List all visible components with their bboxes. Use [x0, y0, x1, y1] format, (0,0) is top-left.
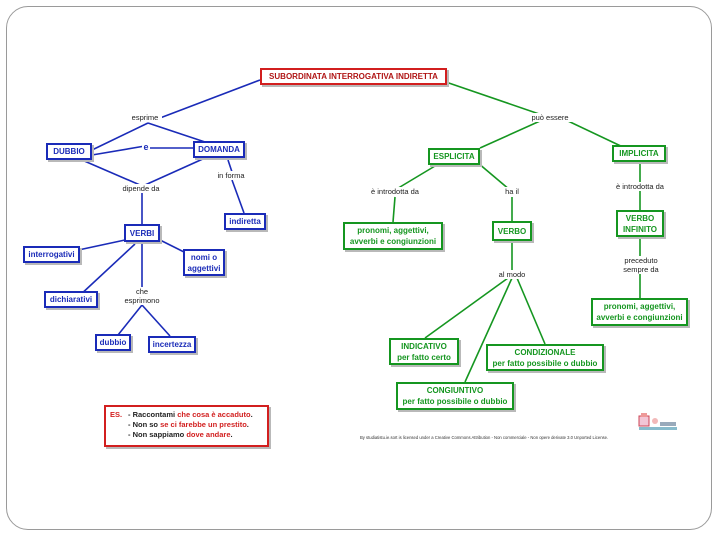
example-line-2: - Non so se ci farebbe un prestito.	[128, 420, 253, 430]
box-condizionale-text: CONDIZIONALE per fatto possibile o dubbi…	[492, 347, 598, 368]
box-pronomi-implicita-text: pronomi, aggettivi, avverbi e congiunzio…	[596, 302, 683, 322]
box-interrogativi: interrogativi	[23, 246, 80, 263]
box-implicita-text: IMPLICITA	[619, 149, 659, 158]
box-esplicita-text: ESPLICITA	[433, 152, 475, 161]
box-implicita: IMPLICITA	[612, 145, 666, 162]
example-lines: - Raccontami che cosa è accaduto. - Non …	[128, 410, 253, 440]
example-line-3-a: - Non sappiamo	[128, 430, 187, 439]
label-dipende-da: dipende da	[118, 184, 164, 193]
box-incertezza: incertezza	[148, 336, 196, 353]
box-interrogativi-text: interrogativi	[28, 250, 75, 259]
title-box: SUBORDINATA INTERROGATIVA INDIRETTA	[260, 68, 447, 85]
title-text: SUBORDINATA INTERROGATIVA INDIRETTA	[269, 72, 438, 81]
label-e: e	[142, 142, 150, 152]
label-al-modo: al modo	[496, 270, 528, 279]
box-dichiarativi: dichiarativi	[44, 291, 98, 308]
label-ha-il: ha il	[500, 187, 524, 196]
box-congiuntivo: CONGIUNTIVO per fatto possibile o dubbio	[396, 382, 514, 410]
box-verbo-infinito: VERBO INFINITO	[616, 210, 664, 237]
box-pronomi-esplicita-text: pronomi, aggettivi, avverbi e congiunzio…	[349, 226, 437, 246]
box-congiuntivo-text: CONGIUNTIVO per fatto possibile o dubbio	[402, 386, 508, 406]
box-dubbio: DUBBIO	[46, 143, 92, 160]
box-verbi-text: VERBI	[129, 228, 155, 238]
example-line-2-c: .	[246, 420, 249, 429]
example-line-2-a: - Non so	[128, 420, 161, 429]
label-in-forma: in forma	[214, 171, 248, 180]
label-e-introdotta-da-2: è introdotta da	[611, 182, 669, 191]
example-line-3-b: dove andare	[186, 430, 231, 439]
example-line-1-a: - Raccontami	[128, 410, 178, 419]
example-line-1: - Raccontami che cosa è accaduto.	[128, 410, 253, 420]
box-esplicita: ESPLICITA	[428, 148, 480, 165]
box-dubbio-small: dubbio	[95, 334, 131, 351]
box-indiretta: indiretta	[224, 213, 266, 230]
box-nomi-aggettivi: nomi o aggettivi	[183, 249, 225, 276]
box-indicativo-text: INDICATIVO per fatto certo	[397, 341, 451, 362]
label-preceduto-sempre-da: preceduto sempre da	[619, 256, 663, 274]
box-pronomi-esplicita: pronomi, aggettivi, avverbi e congiunzio…	[343, 222, 443, 250]
box-verbo-infinito-text: VERBO INFINITO	[622, 213, 658, 234]
box-domanda-text: DOMANDA	[198, 145, 240, 154]
example-head: ES.	[110, 410, 123, 419]
box-dichiarativi-text: dichiarativi	[49, 295, 93, 304]
site-logo-icon	[638, 413, 677, 430]
box-verbi: VERBI	[124, 224, 160, 242]
label-e-introdotta-da-1: è introdotta da	[365, 187, 425, 196]
example-box: ES. - Raccontami che cosa è accaduto. - …	[104, 405, 269, 447]
box-dubbio-small-text: dubbio	[99, 338, 127, 347]
example-line-2-b: se ci farebbe un prestito	[160, 420, 247, 429]
label-esprime: esprime	[128, 113, 162, 122]
box-incertezza-text: incertezza	[152, 340, 192, 349]
box-verbo-text: VERBO	[497, 226, 527, 236]
box-verbo: VERBO	[492, 221, 532, 241]
box-domanda: DOMANDA	[193, 141, 245, 158]
box-indiretta-text: indiretta	[229, 217, 261, 226]
box-dubbio-text: DUBBIO	[53, 147, 85, 156]
label-puo-essere: può essere	[527, 113, 573, 122]
example-line-1-c: .	[250, 410, 253, 419]
box-pronomi-implicita: pronomi, aggettivi, avverbi e congiunzio…	[591, 298, 688, 326]
license-credit[interactable]: By studiatistu.ie.sort is licensed under…	[360, 435, 609, 440]
example-line-3: - Non sappiamo dove andare.	[128, 430, 253, 440]
example-line-1-b: che cosa è accaduto	[177, 410, 251, 419]
example-line-3-c: .	[230, 430, 233, 439]
box-condizionale: CONDIZIONALE per fatto possibile o dubbi…	[486, 344, 604, 371]
box-nomi-aggettivi-text: nomi o aggettivi	[187, 252, 221, 273]
label-che-esprimono: che esprimono	[122, 287, 162, 305]
box-indicativo: INDICATIVO per fatto certo	[389, 338, 459, 365]
